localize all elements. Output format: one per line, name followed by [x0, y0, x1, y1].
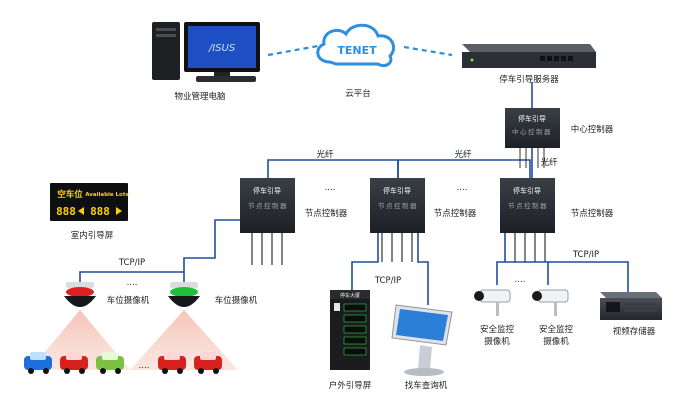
node-controller-3: 停车引导 节点控制器 节点控制器	[500, 178, 614, 233]
space-camera-label-1: 车位摄像机	[107, 295, 150, 306]
security-cam-label-2a: 安全监控	[539, 324, 574, 335]
center-box-title: 停车引导	[518, 114, 546, 123]
server-label: 停车引导服务器	[499, 74, 559, 85]
indoor-screen-label: 室内引导屏	[71, 230, 114, 241]
node-box-title-1: 停车引导	[253, 186, 281, 195]
outdoor-screen-header: 停车大厦	[340, 292, 360, 299]
center-controller-label: 中心控制器	[571, 124, 614, 135]
center-controller-box	[505, 108, 560, 148]
guidance-server: 停车引导服务器	[462, 44, 596, 85]
wireless-link-1	[267, 44, 319, 57]
car-icon	[96, 352, 124, 374]
fiber-label-1: 光纤	[316, 149, 334, 160]
monitor-logo: /ISUS	[208, 43, 236, 54]
kiosk-label: 找车查询机	[405, 380, 448, 391]
ellipsis-4: ....	[139, 361, 150, 371]
car-icon	[194, 352, 222, 374]
tcpip-link-1	[183, 219, 242, 282]
red-light-icon	[66, 287, 94, 297]
outdoor-screen-label: 户外引导屏	[329, 380, 372, 391]
indoor-screen-title-en: Available Lots	[85, 192, 129, 198]
security-camera-icon	[537, 289, 569, 303]
node-controller-1: 停车引导 节点控制器 节点控制器	[240, 178, 348, 233]
security-camera-1: 安全监控 摄像机	[474, 289, 515, 347]
fiber-label-2: 光纤	[454, 149, 472, 160]
security-cam-label-1a: 安全监控	[480, 324, 515, 335]
keyboard	[196, 76, 256, 82]
center-box-sub: 中心控制器	[512, 127, 552, 136]
ellipsis-2: ....	[457, 183, 468, 193]
green-light-icon	[170, 287, 198, 297]
cloud-icon	[316, 23, 395, 68]
tcpip-label-3: TCP/IP	[572, 250, 599, 260]
car-icon	[158, 352, 186, 374]
indoor-screen-num-left: 888	[56, 205, 76, 218]
node-controller-box-1	[240, 178, 295, 233]
cloud-platform: TENET 云平台	[316, 23, 395, 99]
car-icon	[60, 352, 88, 374]
fiber-label-3: 光纤	[540, 157, 558, 168]
indoor-screen-num-right: 888	[90, 205, 110, 218]
ellipsis-5: ....	[515, 275, 526, 285]
pc-workstation: /ISUS 物业管理电脑	[152, 22, 260, 102]
space-camera-group: 车位摄像机 车位摄像机 ....	[24, 282, 258, 374]
car-finder-kiosk: 找车查询机	[391, 304, 453, 391]
ellipsis-3: ....	[127, 278, 138, 288]
security-cam-label-2b: 摄像机	[543, 336, 569, 347]
node-controller-box-3	[500, 178, 555, 233]
indoor-screen-title: 空车位	[57, 189, 83, 200]
arrow-right-icon	[116, 207, 122, 215]
node-controller-box-2	[370, 178, 425, 233]
space-camera-label-2: 车位摄像机	[215, 295, 258, 306]
node-controller-label-1: 节点控制器	[305, 208, 348, 219]
node-box-title-3: 停车引导	[513, 186, 541, 195]
node-controller-label-2: 节点控制器	[434, 208, 477, 219]
node-controller-2: 停车引导 节点控制器 节点控制器	[370, 178, 477, 233]
space-camera-1: 车位摄像机	[64, 282, 150, 307]
security-camera-2: 安全监控 摄像机	[532, 289, 574, 347]
ellipsis-1: ....	[325, 183, 336, 193]
security-camera-icon	[479, 289, 511, 303]
tcpip-link-2	[351, 233, 379, 290]
center-controller: 停车引导 中心控制器 中心控制器	[505, 108, 614, 148]
security-cam-label-1b: 摄像机	[484, 336, 510, 347]
node-box-sub-3: 节点控制器	[508, 201, 548, 210]
video-storage-label: 视频存储器	[613, 326, 656, 337]
tcpip-label-1: TCP/IP	[118, 258, 145, 268]
space-camera-2: 车位摄像机	[168, 282, 258, 307]
arrow-left-icon	[78, 207, 84, 215]
car-icon	[24, 352, 52, 374]
node-box-sub-2: 节点控制器	[378, 201, 418, 210]
node-box-sub-1: 节点控制器	[248, 201, 288, 210]
connections	[79, 82, 629, 305]
fiber-link-2	[397, 159, 531, 178]
pc-label: 物业管理电脑	[174, 91, 226, 102]
indoor-screen-icon	[50, 183, 128, 221]
indoor-guidance-screen: 空车位 Available Lots 888 888 室内引导屏	[50, 183, 129, 241]
node-box-title-2: 停车引导	[383, 186, 411, 195]
cloud-label: 云平台	[345, 88, 371, 99]
parked-cars: ....	[24, 352, 222, 374]
cloud-logo: TENET	[337, 44, 377, 57]
video-storage: 视频存储器	[600, 292, 662, 337]
fiber-link-1	[267, 159, 399, 178]
tcpip-label-2: TCP/IP	[374, 276, 401, 286]
outdoor-guidance-screen: 停车大厦 户外引导屏	[329, 290, 372, 391]
node-controller-label-3: 节点控制器	[571, 208, 614, 219]
wireless-link-2	[403, 45, 453, 57]
tcpip-link-3	[496, 233, 506, 285]
server-icon	[462, 52, 596, 68]
